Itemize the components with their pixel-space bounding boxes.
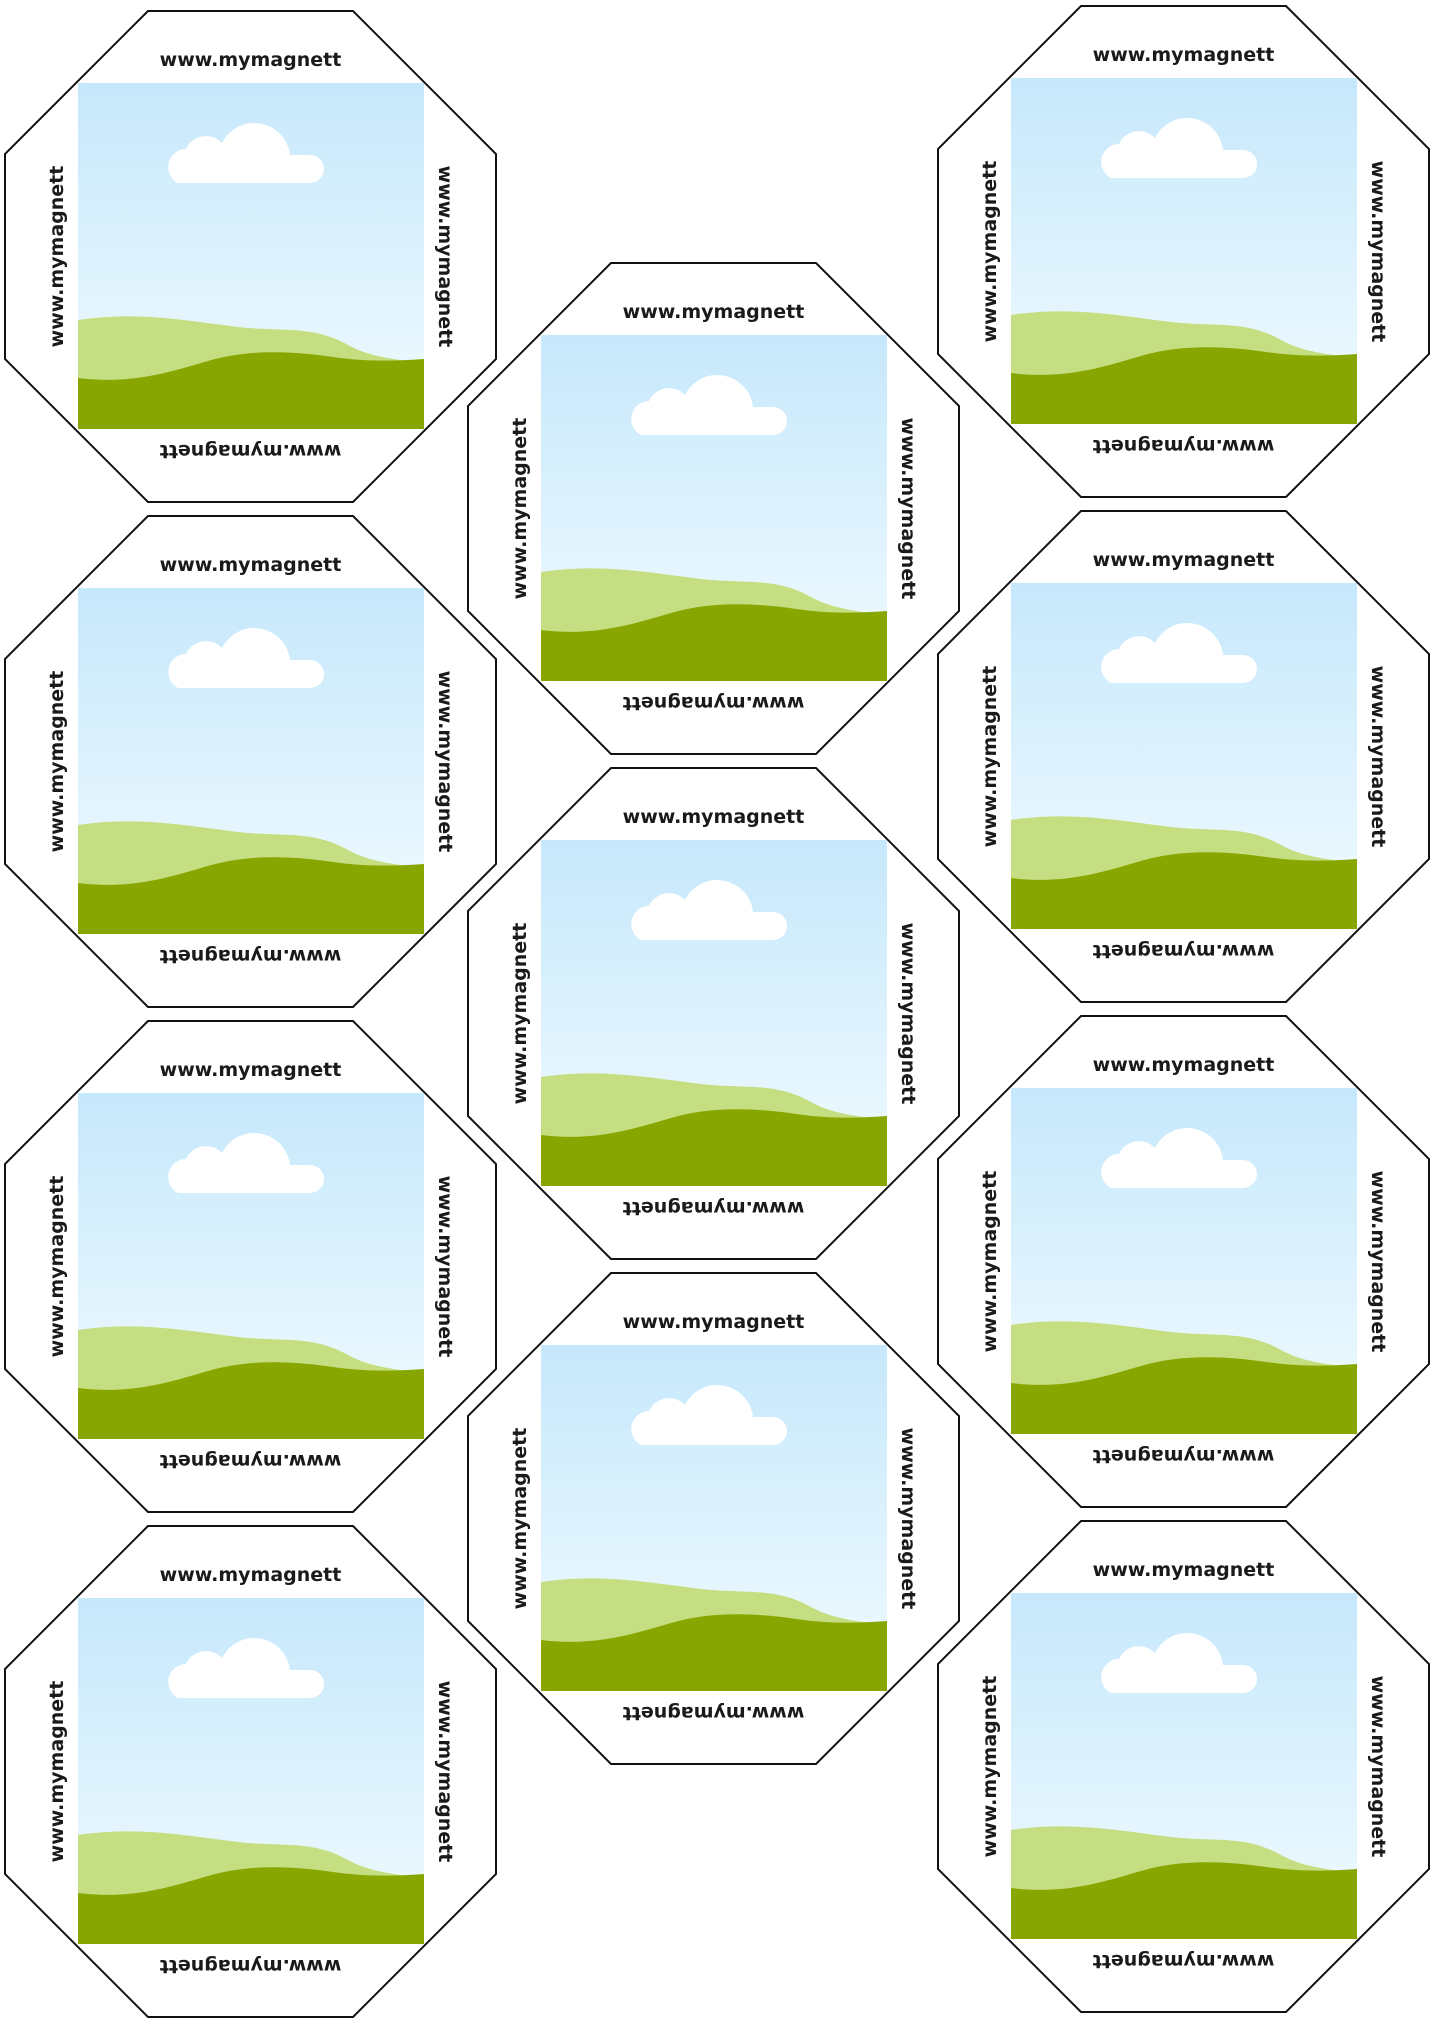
label-left: www.mymagnett bbox=[509, 417, 531, 600]
label-right: www.mymagnett bbox=[1367, 665, 1389, 848]
label-bottom: www.mymagnett bbox=[159, 440, 342, 462]
label-right: www.mymagnett bbox=[434, 1680, 456, 1863]
label-left: www.mymagnett bbox=[509, 922, 531, 1105]
cloud-icon bbox=[168, 123, 324, 183]
label-top: www.mymagnett bbox=[622, 301, 805, 323]
hill-dark bbox=[78, 352, 424, 429]
hill-dark bbox=[1011, 852, 1357, 929]
label-bottom: www.mymagnett bbox=[159, 945, 342, 967]
hill-dark bbox=[541, 1109, 887, 1186]
cloud-icon bbox=[1101, 623, 1257, 683]
label-bottom: www.mymagnett bbox=[1092, 1445, 1275, 1467]
landscape-image bbox=[1011, 1088, 1357, 1434]
landscape-icon bbox=[78, 588, 424, 934]
label-right: www.mymagnett bbox=[1367, 160, 1389, 343]
cloud-icon bbox=[631, 880, 787, 940]
label-bottom: www.mymagnett bbox=[159, 1450, 342, 1472]
magnet-8[interactable]: www.mymagnett www.mymagnett www.mymagnet… bbox=[937, 5, 1430, 498]
landscape-icon bbox=[541, 1345, 887, 1691]
magnet-1[interactable]: www.mymagnett www.mymagnett www.mymagnet… bbox=[4, 10, 497, 503]
label-left: www.mymagnett bbox=[979, 665, 1001, 848]
landscape-image bbox=[541, 1345, 887, 1691]
magnet-5[interactable]: www.mymagnett www.mymagnett www.mymagnet… bbox=[467, 262, 960, 755]
label-top: www.mymagnett bbox=[622, 806, 805, 828]
label-left: www.mymagnett bbox=[979, 160, 1001, 343]
hill-dark bbox=[541, 1614, 887, 1691]
hill-dark bbox=[1011, 1357, 1357, 1434]
landscape-image bbox=[78, 1093, 424, 1439]
landscape-icon bbox=[1011, 78, 1357, 424]
hill-dark bbox=[1011, 347, 1357, 424]
label-top: www.mymagnett bbox=[1092, 1559, 1275, 1581]
label-top: www.mymagnett bbox=[159, 49, 342, 71]
landscape-image bbox=[1011, 583, 1357, 929]
label-right: www.mymagnett bbox=[897, 922, 919, 1105]
label-bottom: www.mymagnett bbox=[622, 1702, 805, 1724]
label-left: www.mymagnett bbox=[46, 165, 68, 348]
label-top: www.mymagnett bbox=[1092, 1054, 1275, 1076]
label-bottom: www.mymagnett bbox=[622, 692, 805, 714]
label-left: www.mymagnett bbox=[509, 1427, 531, 1610]
label-bottom: www.mymagnett bbox=[622, 1197, 805, 1219]
cloud-icon bbox=[168, 1133, 324, 1193]
cloud-icon bbox=[1101, 1128, 1257, 1188]
label-bottom: www.mymagnett bbox=[1092, 940, 1275, 962]
hill-dark bbox=[78, 1867, 424, 1944]
cloud-icon bbox=[631, 1385, 787, 1445]
landscape-image bbox=[78, 588, 424, 934]
landscape-image bbox=[1011, 1593, 1357, 1939]
landscape-icon bbox=[78, 83, 424, 429]
landscape-icon bbox=[1011, 1593, 1357, 1939]
landscape-image bbox=[78, 1598, 424, 1944]
hill-dark bbox=[541, 604, 887, 681]
label-top: www.mymagnett bbox=[622, 1311, 805, 1333]
landscape-image bbox=[1011, 78, 1357, 424]
hill-dark bbox=[78, 857, 424, 934]
label-bottom: www.mymagnett bbox=[1092, 435, 1275, 457]
magnet-4[interactable]: www.mymagnett www.mymagnett www.mymagnet… bbox=[4, 1525, 497, 2018]
label-right: www.mymagnett bbox=[434, 670, 456, 853]
label-left: www.mymagnett bbox=[979, 1170, 1001, 1353]
label-right: www.mymagnett bbox=[1367, 1170, 1389, 1353]
label-right: www.mymagnett bbox=[434, 165, 456, 348]
landscape-icon bbox=[541, 840, 887, 1186]
label-top: www.mymagnett bbox=[159, 554, 342, 576]
label-right: www.mymagnett bbox=[897, 417, 919, 600]
landscape-image bbox=[541, 840, 887, 1186]
landscape-icon bbox=[1011, 1088, 1357, 1434]
magnet-9[interactable]: www.mymagnett www.mymagnett www.mymagnet… bbox=[937, 510, 1430, 1003]
magnet-3[interactable]: www.mymagnett www.mymagnett www.mymagnet… bbox=[4, 1020, 497, 1513]
landscape-icon bbox=[78, 1598, 424, 1944]
label-left: www.mymagnett bbox=[46, 670, 68, 853]
magnet-2[interactable]: www.mymagnett www.mymagnett www.mymagnet… bbox=[4, 515, 497, 1008]
magnet-7[interactable]: www.mymagnett www.mymagnett www.mymagnet… bbox=[467, 1272, 960, 1765]
cloud-icon bbox=[631, 375, 787, 435]
label-bottom: www.mymagnett bbox=[159, 1955, 342, 1977]
cloud-icon bbox=[168, 1638, 324, 1698]
magnet-10[interactable]: www.mymagnett www.mymagnett www.mymagnet… bbox=[937, 1015, 1430, 1508]
label-right: www.mymagnett bbox=[1367, 1675, 1389, 1858]
landscape-icon bbox=[1011, 583, 1357, 929]
cloud-icon bbox=[1101, 1633, 1257, 1693]
landscape-icon bbox=[541, 335, 887, 681]
magnet-11[interactable]: www.mymagnett www.mymagnett www.mymagnet… bbox=[937, 1520, 1430, 2013]
label-top: www.mymagnett bbox=[1092, 44, 1275, 66]
label-right: www.mymagnett bbox=[897, 1427, 919, 1610]
landscape-image bbox=[541, 335, 887, 681]
landscape-icon bbox=[78, 1093, 424, 1439]
cloud-icon bbox=[1101, 118, 1257, 178]
hill-dark bbox=[1011, 1862, 1357, 1939]
label-top: www.mymagnett bbox=[159, 1564, 342, 1586]
label-left: www.mymagnett bbox=[979, 1675, 1001, 1858]
cloud-icon bbox=[168, 628, 324, 688]
label-top: www.mymagnett bbox=[1092, 549, 1275, 571]
label-left: www.mymagnett bbox=[46, 1175, 68, 1358]
hill-dark bbox=[78, 1362, 424, 1439]
label-top: www.mymagnett bbox=[159, 1059, 342, 1081]
landscape-image bbox=[78, 83, 424, 429]
label-right: www.mymagnett bbox=[434, 1175, 456, 1358]
magnet-6[interactable]: www.mymagnett www.mymagnett www.mymagnet… bbox=[467, 767, 960, 1260]
label-left: www.mymagnett bbox=[46, 1680, 68, 1863]
label-bottom: www.mymagnett bbox=[1092, 1950, 1275, 1972]
